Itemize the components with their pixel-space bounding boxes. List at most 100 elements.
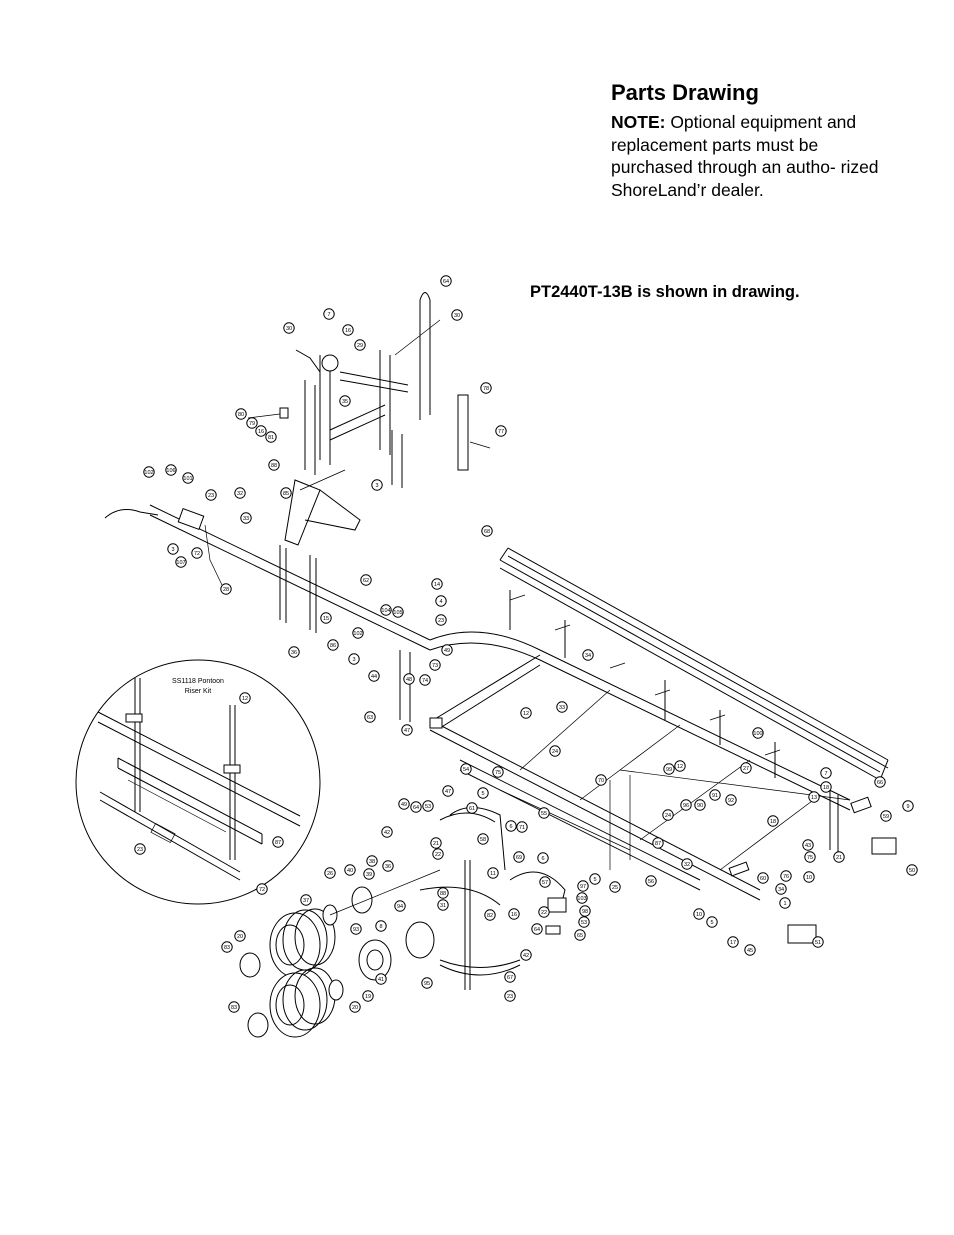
callout-53: 53 (578, 916, 590, 928)
callout-bubble (300, 894, 312, 906)
callout-bubble (767, 815, 779, 827)
callout-bubble (394, 900, 406, 912)
callout-number: 87 (275, 840, 281, 846)
callout-23: 23 (205, 489, 217, 501)
callout-bubble (520, 949, 532, 961)
callout-bubble (538, 906, 550, 918)
wheel-assembly (239, 869, 441, 1038)
callout-number: 45 (747, 948, 753, 954)
callout-bubble (364, 711, 376, 723)
callout-bubble (740, 762, 752, 774)
callout-bubble (680, 799, 692, 811)
callout-number: 71 (519, 825, 525, 831)
callout-number: 48 (406, 677, 412, 683)
callout-number: 72 (194, 551, 200, 557)
callout-bubble (280, 487, 292, 499)
callout-12: 12 (239, 692, 251, 704)
callout-bubble (487, 867, 499, 879)
callout-number: 80 (238, 412, 244, 418)
callout-number: 95 (424, 981, 430, 987)
callout-4: 4 (435, 595, 447, 607)
callout-bubble (437, 899, 449, 911)
callout-bubble (350, 923, 362, 935)
callout-60: 60 (757, 872, 769, 884)
callout-number: 1 (783, 901, 786, 907)
callout-number: 47 (445, 789, 451, 795)
callout-47: 47 (442, 785, 454, 797)
callout-number: 14 (434, 582, 440, 588)
inset-label-line1: SS1118 Pontoon (172, 678, 224, 685)
callout-90: 90 (694, 799, 706, 811)
callout-bubble (182, 472, 194, 484)
callout-number: 10 (696, 912, 702, 918)
callout-number: 73 (432, 663, 438, 669)
callout-number: 28 (223, 587, 229, 593)
callout-102: 102 (143, 466, 155, 478)
callout-bubble (727, 936, 739, 948)
callout-number: 3 (171, 547, 174, 553)
callout-66: 66 (874, 776, 886, 788)
callout-bubble (366, 855, 378, 867)
callout-bubble (401, 724, 413, 736)
callout-bubble (481, 525, 493, 537)
callout-41: 41 (375, 973, 387, 985)
callout-103: 103 (576, 892, 588, 904)
callout-number: 85 (283, 491, 289, 497)
callout-number: 9 (906, 804, 909, 810)
callout-number: 20 (237, 934, 243, 940)
callout-bubble (221, 941, 233, 953)
callout-bubble (460, 763, 472, 775)
callout-bubble (752, 727, 764, 739)
callout-54: 54 (460, 763, 472, 775)
callout-number: 49 (401, 802, 407, 808)
callout-75: 75 (804, 851, 816, 863)
riser-kit-inset (75, 659, 321, 905)
callout-77: 77 (495, 425, 507, 437)
callout-bubble (283, 322, 295, 334)
callout-95: 95 (421, 977, 433, 989)
callout-number: 16 (511, 912, 517, 918)
callout-70: 70 (595, 774, 607, 786)
callout-bubble (352, 627, 364, 639)
callout-3: 3 (371, 479, 383, 491)
callout-25: 25 (609, 881, 621, 893)
callout-bubble (205, 489, 217, 501)
callout-bubble (802, 839, 814, 851)
callout-number: 104 (381, 608, 390, 614)
callout-number: 107 (176, 560, 185, 566)
callout-15: 15 (320, 612, 332, 624)
callout-bubble (744, 944, 756, 956)
callout-bubble (246, 417, 258, 429)
callout-10: 10 (693, 908, 705, 920)
callout-number: 43 (805, 843, 811, 849)
callout-7: 7 (820, 767, 832, 779)
callout-bubble (578, 916, 590, 928)
callout-number: 76 (783, 874, 789, 880)
callout-bubble (375, 973, 387, 985)
callout-45: 45 (744, 944, 756, 956)
callout-number: 10 (806, 875, 812, 881)
callout-bubble (327, 639, 339, 651)
callout-65: 65 (574, 929, 586, 941)
callout-number: 12 (242, 696, 248, 702)
callout-bubble (595, 774, 607, 786)
callout-number: 42 (384, 830, 390, 836)
callout-49: 49 (398, 798, 410, 810)
callout-number: 30 (454, 313, 460, 319)
callout-21: 21 (833, 851, 845, 863)
callout-55: 55 (538, 807, 550, 819)
callout-50: 50 (906, 864, 918, 876)
callout-40: 40 (344, 864, 356, 876)
callout-number: 90 (697, 803, 703, 809)
callout-bubble (342, 324, 354, 336)
callout-33: 33 (240, 512, 252, 524)
callout-number: 58 (480, 837, 486, 843)
callout-36: 36 (288, 646, 300, 658)
callout-32: 32 (234, 487, 246, 499)
callout-number: 47 (404, 728, 410, 734)
callout-72: 72 (256, 883, 268, 895)
callout-100: 100 (752, 727, 764, 739)
callout-64: 64 (440, 275, 452, 287)
callout-bubble (645, 875, 657, 887)
